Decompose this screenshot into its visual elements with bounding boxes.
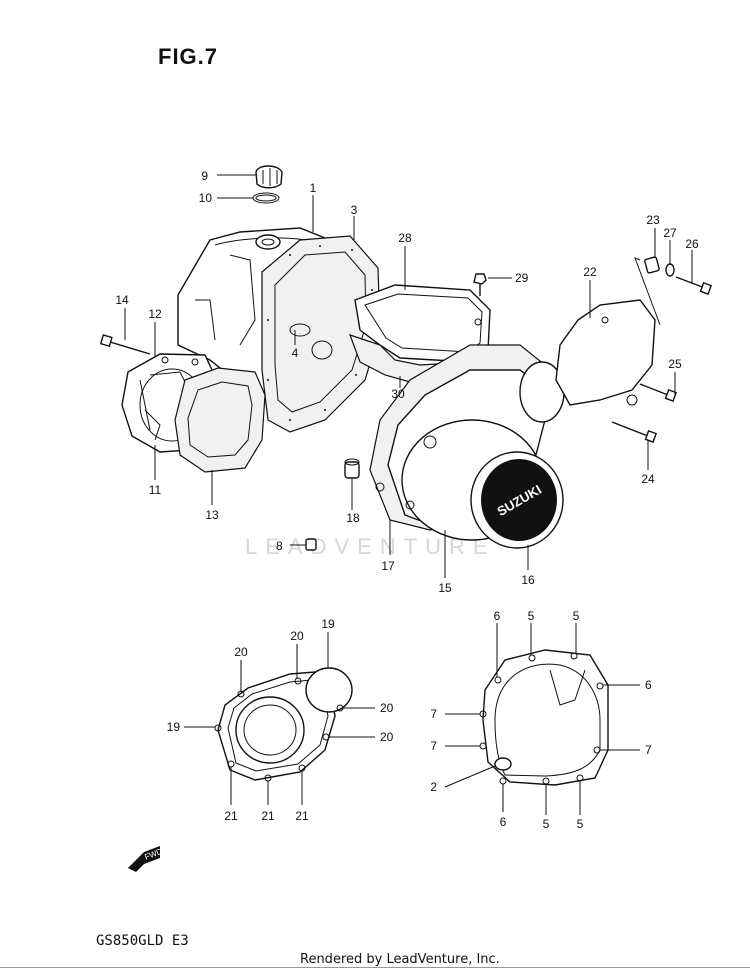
bolt-part-24: [611, 421, 658, 443]
callout-7-right: 7: [645, 743, 652, 757]
fwd-arrow-icon: FWD: [128, 846, 164, 872]
cover-back-view-left: [214, 667, 353, 782]
callout-6-top: 6: [494, 609, 501, 623]
callout-20-right-upper: 20: [380, 701, 394, 715]
dowel-pin-part-18: [344, 458, 360, 479]
cover-back-view-right: [479, 649, 609, 786]
callout-3: 3: [351, 203, 358, 217]
emblem-part-16: SUZUKI: [470, 451, 564, 549]
callout-24: 24: [641, 472, 655, 486]
callout-5-top-right: 5: [573, 609, 580, 623]
callout-14: 14: [115, 293, 129, 307]
callout-20-top: 20: [290, 629, 304, 643]
rendered-by-footer: Rendered by LeadVenture, Inc.: [300, 952, 500, 967]
gasket-part-3: [261, 235, 381, 433]
callout-7-upper: 7: [430, 707, 437, 721]
footer-divider: [0, 967, 750, 968]
callout-26: 26: [685, 237, 699, 251]
sleeve-part-23: [644, 256, 660, 274]
callout-30: 30: [391, 387, 405, 401]
callout-20-top-left: 20: [234, 645, 248, 659]
callout-19-left: 19: [167, 720, 181, 734]
callout-7-lower: 7: [430, 739, 437, 753]
callout-1: 1: [310, 181, 317, 195]
callout-29: 29: [515, 271, 529, 285]
callout-4: 4: [292, 346, 299, 360]
oil-filler-cap-part-9: [255, 165, 283, 189]
callout-18: 18: [346, 511, 360, 525]
callout-15: 15: [438, 581, 452, 595]
callout-21-middle: 21: [261, 809, 275, 823]
callout-6-right: 6: [645, 678, 652, 692]
callout-28: 28: [398, 231, 412, 245]
callout-19-top: 19: [321, 617, 335, 631]
callout-8: 8: [276, 539, 283, 553]
bolt-part-29: [473, 273, 487, 296]
callout-20-right-lower: 20: [380, 730, 394, 744]
callout-5-top-left: 5: [528, 609, 535, 623]
callout-21-right: 21: [295, 809, 309, 823]
gasket-part-13: [174, 367, 266, 473]
bolt-part-26: [675, 276, 713, 295]
model-code: GS850GLD E3: [96, 933, 189, 949]
callout-11: 11: [149, 483, 162, 497]
callout-17: 17: [381, 559, 395, 573]
callout-23: 23: [646, 213, 660, 227]
bolt-part-25: [639, 383, 678, 402]
washer-part-27: [665, 263, 675, 277]
callout-6-bottom: 6: [500, 815, 507, 829]
starter-cover-part-22: [555, 299, 656, 406]
callout-21-left: 21: [224, 809, 238, 823]
callout-25: 25: [668, 357, 682, 371]
callout-22: 22: [583, 265, 597, 279]
figure-title: FIG.7: [158, 44, 219, 69]
callout-9: 9: [201, 169, 208, 183]
plug-part-8: [305, 538, 317, 551]
callout-2: 2: [430, 780, 437, 794]
o-ring-part-10: [252, 192, 280, 204]
callout-13: 13: [205, 508, 219, 522]
callout-16: 16: [521, 573, 535, 587]
callout-5-bottom-left: 5: [543, 817, 550, 831]
callout-27: 27: [663, 226, 677, 240]
callout-12: 12: [148, 307, 162, 321]
callout-10: 10: [199, 191, 213, 205]
bolt-part-14: [99, 334, 151, 355]
watermark: LEADVENTURE: [245, 534, 496, 559]
callout-5-bottom-right: 5: [577, 817, 584, 831]
